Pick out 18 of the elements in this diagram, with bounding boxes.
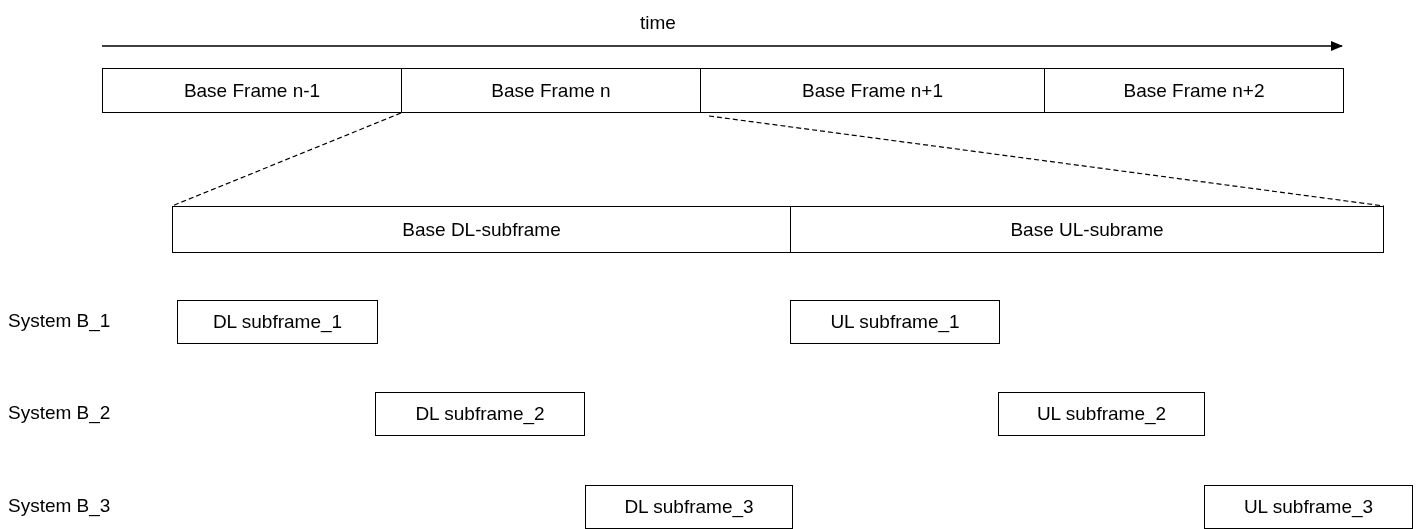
subframe-box: DL subframe_1 (177, 300, 378, 344)
frame-cell: Base Frame n-1 (102, 68, 402, 113)
subframe-box: UL subframe_2 (998, 392, 1205, 436)
dashed-zoom-line (708, 115, 1385, 207)
frame-cell: Base Frame n (401, 68, 701, 113)
axis-label: time (640, 12, 676, 34)
subframe-cell: Base DL-subframe (172, 206, 791, 253)
subframe-cell: Base UL-subrame (790, 206, 1384, 253)
subframe-box: UL subframe_1 (790, 300, 1000, 344)
dashed-zoom-line (171, 112, 402, 207)
subframe-box: DL subframe_2 (375, 392, 585, 436)
frame-cell: Base Frame n+1 (700, 68, 1045, 113)
frame-cell: Base Frame n+2 (1044, 68, 1344, 113)
subframe-box: UL subframe_3 (1204, 485, 1413, 529)
subframe-box: DL subframe_3 (585, 485, 793, 529)
row-label: System B_3 (8, 495, 111, 517)
row-label: System B_2 (8, 402, 111, 424)
row-label: System B_1 (8, 310, 111, 332)
